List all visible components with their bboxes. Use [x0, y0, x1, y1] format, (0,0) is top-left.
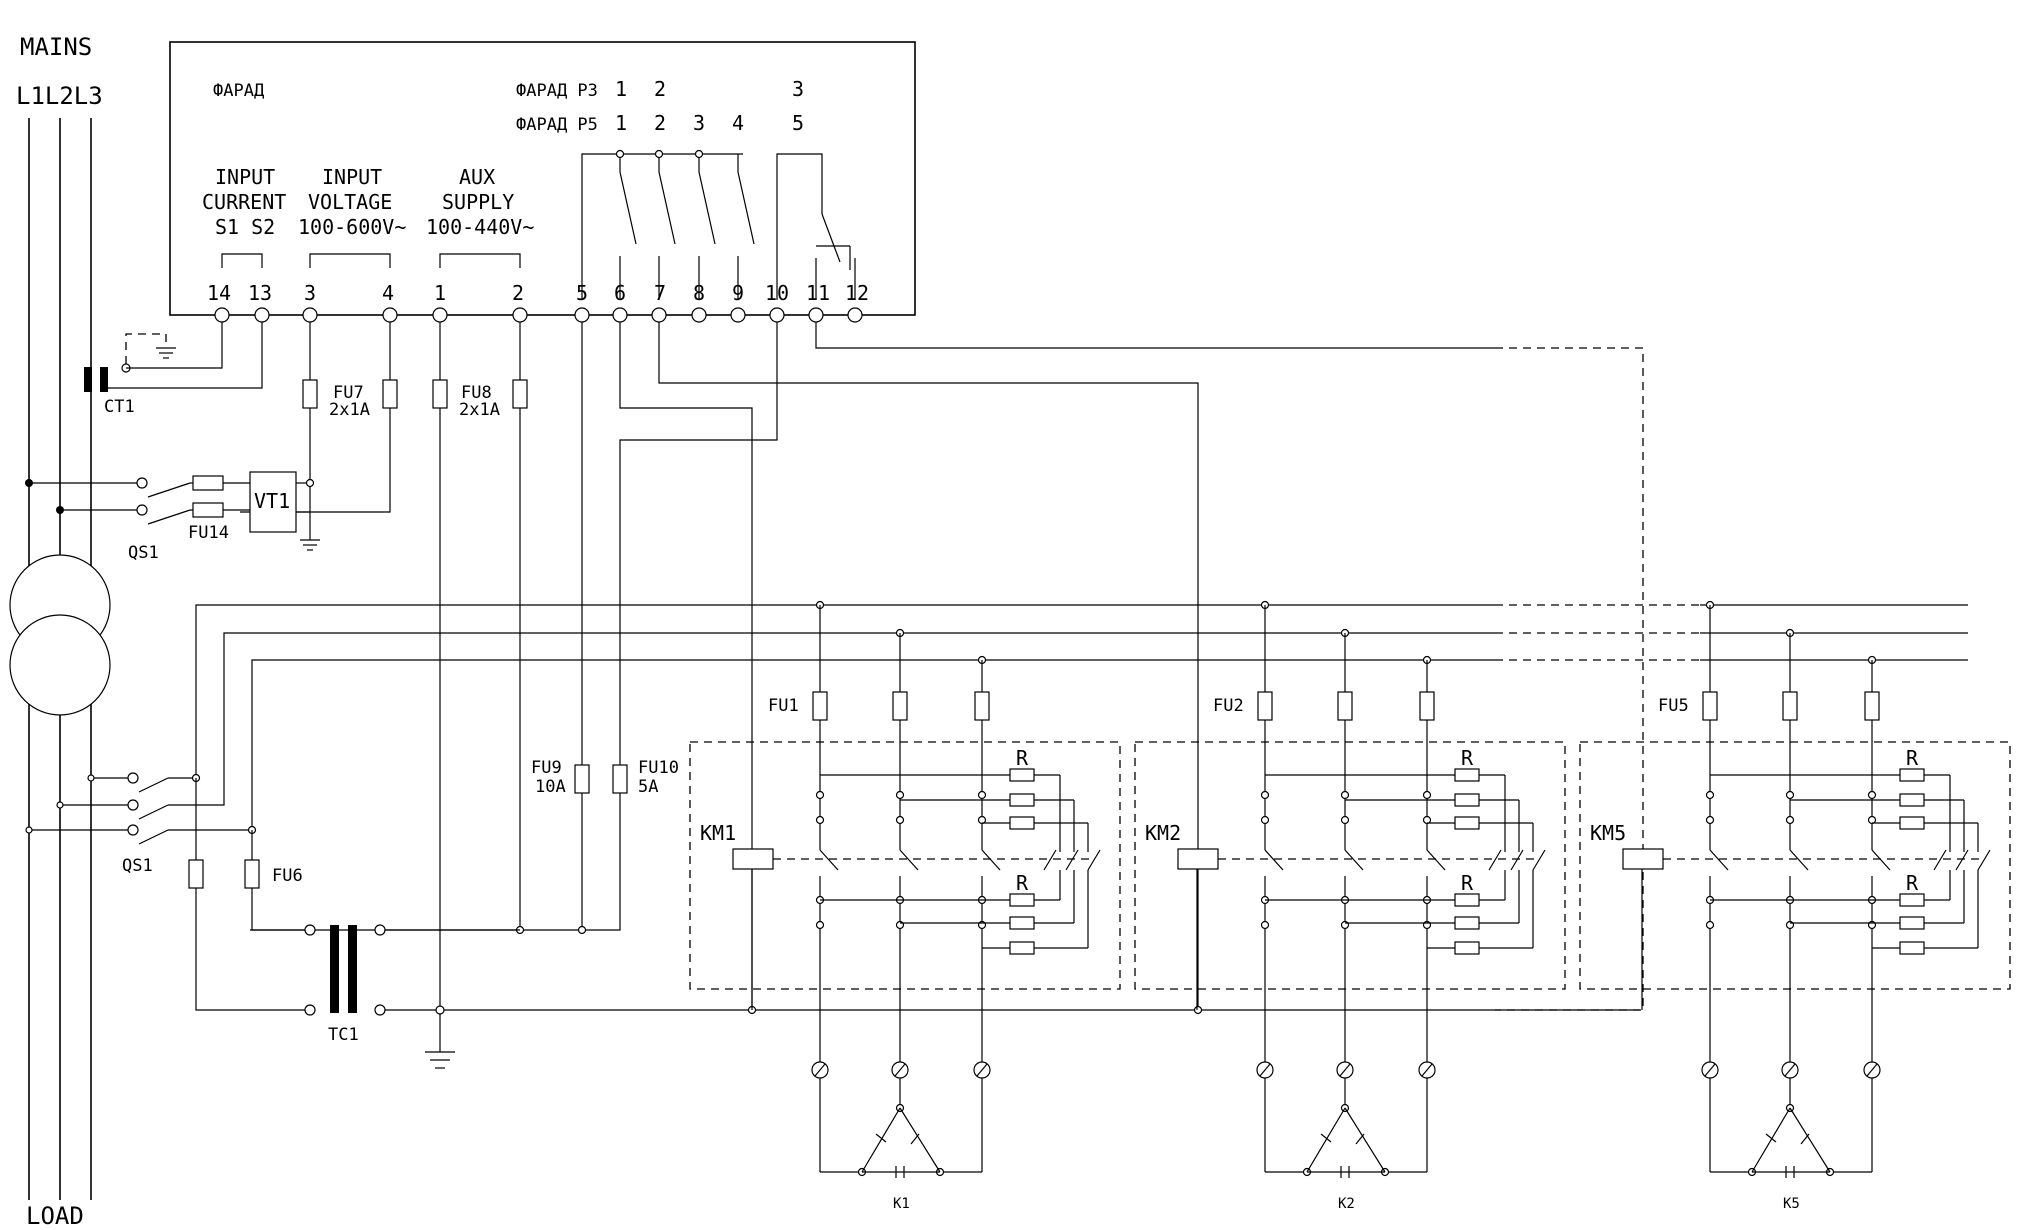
vt1-voltage-transformer: VT1 QS1 FU14	[29, 471, 320, 563]
mains-phases: L1L2L3	[16, 82, 103, 110]
resistor-bottom-label: R	[1016, 871, 1029, 895]
terminal-label: 8	[693, 281, 705, 305]
terminal-label: 12	[845, 281, 869, 305]
terminal-label: 1	[434, 281, 446, 305]
controller-p5-label: ФАРАД Р5	[516, 115, 598, 135]
ct1-current-transformer: CT1	[84, 322, 263, 417]
fu8-label: FU8	[461, 383, 492, 403]
resistor-top-label: R	[1016, 746, 1029, 770]
fu10-label: FU10	[638, 758, 679, 778]
fu7-fuse: FU7 2x1A	[240, 322, 398, 535]
terminal-label: 4	[382, 281, 394, 305]
controller-box: ФАРАД ФАРАД Р3 1 2 3 ФАРАД Р5 1 2 3 4 5 …	[169, 41, 916, 316]
terminal-label: 14	[207, 281, 231, 305]
p5-contact-3: 3	[693, 111, 705, 135]
fu9-rating: 10A	[535, 777, 566, 797]
load-label: LOAD	[26, 1202, 84, 1230]
qs1-bottom-label: QS1	[122, 856, 153, 876]
capacitor-label: K2	[1338, 1196, 1355, 1212]
terminal-label: 13	[248, 281, 272, 305]
qs1-fu6-tc1: QS1 FU6 TC1	[25, 604, 1968, 1069]
p3-contact-2: 2	[654, 77, 666, 101]
p5-contact-1: 1	[615, 111, 627, 135]
terminal-label: 6	[614, 281, 626, 305]
qs1-top-label: QS1	[128, 543, 159, 563]
terminal-label: 10	[765, 281, 789, 305]
resistor-top-label: R	[1461, 746, 1474, 770]
input-current-line1: INPUT	[215, 165, 275, 189]
terminal-label: 11	[806, 281, 830, 305]
p5-contact-4: 4	[732, 111, 744, 135]
input-current-line3: S1 S2	[215, 215, 275, 239]
fu7-label: FU7	[333, 383, 364, 403]
input-current-line2: CURRENT	[202, 190, 286, 214]
controller-name: ФАРАД	[213, 81, 264, 101]
controller-p3-label: ФАРАД Р3	[516, 81, 598, 101]
terminal-label: 5	[576, 281, 588, 305]
stage-fuse-label: FU2	[1213, 696, 1244, 716]
aux-supply-line3: 100-440V~	[426, 215, 534, 239]
fu10-rating: 5A	[638, 777, 658, 797]
contactor-label: KM2	[1145, 821, 1181, 845]
capacitor-label: K1	[893, 1196, 910, 1212]
aux-supply-line2: SUPPLY	[442, 190, 514, 214]
terminal-label: 7	[654, 281, 666, 305]
terminal-label: 3	[304, 281, 316, 305]
relay-wiring	[581, 322, 1644, 1011]
capacitor-label: K5	[1783, 1196, 1800, 1212]
mains-bus	[9, 118, 111, 1200]
input-voltage-line3: 100-600V~	[298, 215, 406, 239]
fu8-fuse: FU8 2x1A	[432, 322, 528, 1050]
p5-contact-2: 2	[654, 111, 666, 135]
tc1-label: TC1	[328, 1025, 359, 1045]
resistor-top-label: R	[1906, 746, 1919, 770]
terminal-label: 2	[512, 281, 524, 305]
contactor-label: KM1	[700, 821, 736, 845]
fu6-label: FU6	[272, 866, 303, 886]
fu9-label: FU9	[531, 758, 562, 778]
ct1-label: CT1	[104, 397, 135, 417]
p5-contact-5: 5	[792, 111, 804, 135]
p3-contact-1: 1	[615, 77, 627, 101]
fu7-rating: 2x1A	[329, 400, 370, 420]
stage-fuse-label: FU1	[768, 696, 799, 716]
resistor-bottom-label: R	[1461, 871, 1474, 895]
terminal-screws	[214, 307, 863, 323]
mains-title: MAINS	[20, 33, 92, 61]
fu8-rating: 2x1A	[459, 400, 500, 420]
terminal-label: 9	[732, 281, 744, 305]
stage-fuse-label: FU5	[1658, 696, 1689, 716]
terminal-numbers: 14 13 3 4 1 2 5 6 7 8 9 10 11 12	[207, 281, 869, 305]
input-voltage-line1: INPUT	[322, 165, 382, 189]
fu9-fu10-fuses: FU9 10A FU10 5A	[250, 758, 679, 935]
fu14-label: FU14	[188, 523, 229, 543]
p3-contact-3: 3	[792, 77, 804, 101]
resistor-bottom-label: R	[1906, 871, 1919, 895]
vt1-label: VT1	[254, 489, 290, 513]
aux-supply-line1: AUX	[459, 165, 495, 189]
contactor-label: KM5	[1590, 821, 1626, 845]
input-voltage-line2: VOLTAGE	[308, 190, 392, 214]
